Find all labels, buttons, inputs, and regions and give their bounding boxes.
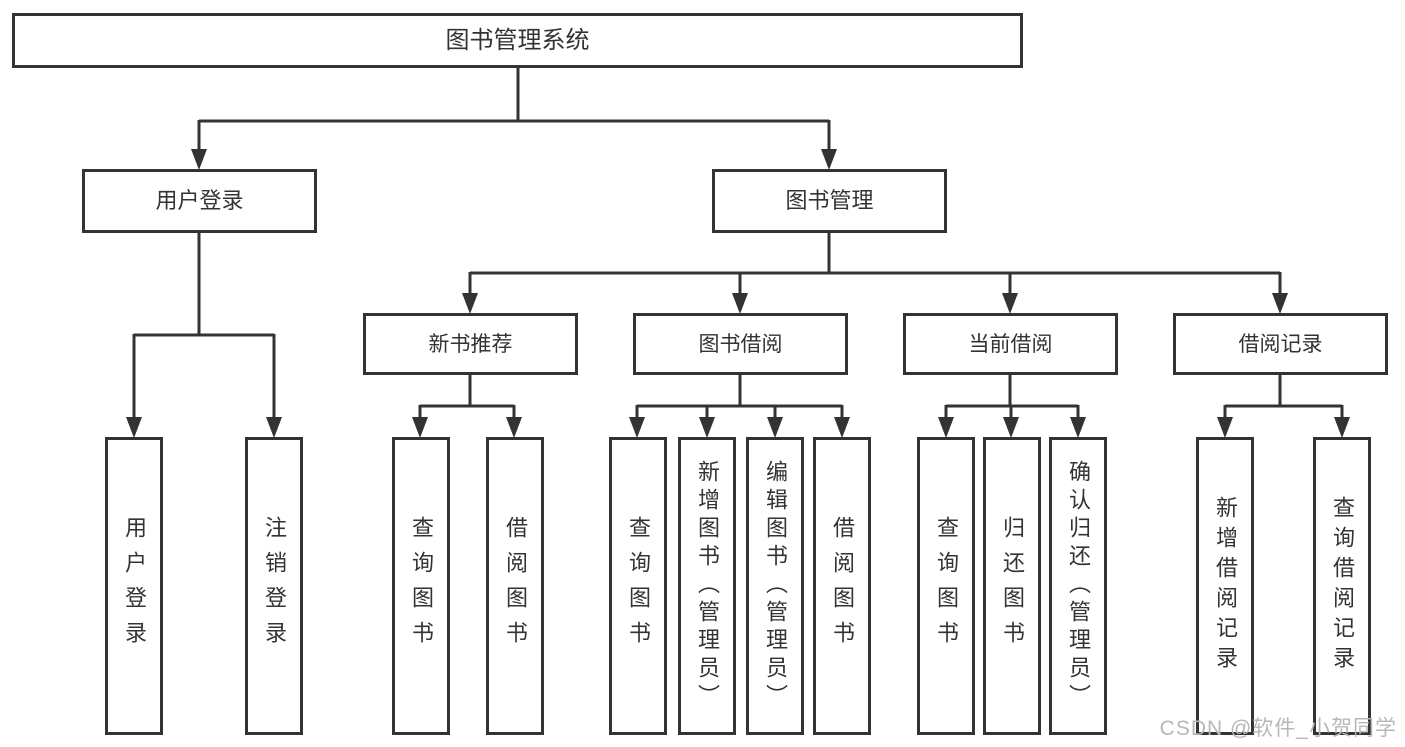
node-book-borrow: 图书借阅 [633, 313, 848, 375]
arrow-down-icon [834, 417, 850, 438]
leaf-current-query-books: 查询图书 [917, 437, 975, 735]
leaf-label: 查询借阅记录 [1330, 496, 1355, 676]
leaf-label: 编辑图书（管理员） [763, 460, 788, 712]
arrow-down-icon [412, 417, 428, 438]
leaf-user-login: 用户登录 [105, 437, 163, 735]
arrow-down-icon [1334, 417, 1350, 438]
leaf-label: 用户登录 [122, 516, 147, 656]
leaf-label: 查询图书 [626, 516, 651, 656]
leaf-return-books: 归还图书 [983, 437, 1041, 735]
leaf-label: 归还图书 [1000, 516, 1025, 656]
leaf-label: 注销登录 [262, 516, 287, 656]
node-new-book-recommend: 新书推荐 [363, 313, 578, 375]
leaf-label: 借阅图书 [503, 516, 528, 656]
leaf-label: 查询图书 [409, 516, 434, 656]
arrow-down-icon [1002, 293, 1018, 314]
leaf-label: 确认归还（管理员） [1066, 460, 1091, 712]
node-label: 新书推荐 [428, 332, 513, 356]
node-label: 图书借阅 [698, 332, 783, 356]
node-root-label: 图书管理系统 [445, 26, 590, 54]
arrow-down-icon [462, 293, 478, 314]
arrow-down-icon [1217, 417, 1233, 438]
arrow-down-icon [732, 293, 748, 314]
leaf-label: 新增图书（管理员） [695, 460, 720, 712]
leaf-edit-books-admin: 编辑图书（管理员） [746, 437, 804, 735]
arrow-down-icon [1070, 417, 1086, 438]
leaf-label: 借阅图书 [830, 516, 855, 656]
watermark: CSDN @软件_小贺同学 [1159, 717, 1397, 740]
arrow-down-icon [821, 149, 837, 170]
node-book-management: 图书管理 [712, 169, 947, 233]
node-root: 图书管理系统 [12, 13, 1023, 68]
node-label: 借阅记录 [1238, 332, 1323, 356]
node-user-login: 用户登录 [82, 169, 317, 233]
leaf-add-borrow-record: 新增借阅记录 [1196, 437, 1254, 735]
leaf-label: 查询图书 [934, 516, 959, 656]
arrow-down-icon [126, 417, 142, 438]
arrow-down-icon [938, 417, 954, 438]
leaf-add-books-admin: 新增图书（管理员） [678, 437, 736, 735]
leaf-label: 新增借阅记录 [1213, 496, 1238, 676]
leaf-query-borrow-record: 查询借阅记录 [1313, 437, 1371, 735]
arrow-down-icon [1272, 293, 1288, 314]
leaf-borrow-query-books: 查询图书 [609, 437, 667, 735]
leaf-borrow-books: 借阅图书 [813, 437, 871, 735]
arrow-down-icon [191, 149, 207, 170]
arrow-down-icon [767, 417, 783, 438]
arrow-down-icon [1003, 417, 1019, 438]
arrow-down-icon [506, 417, 522, 438]
leaf-recommend-query-books: 查询图书 [392, 437, 450, 735]
node-current-borrow: 当前借阅 [903, 313, 1118, 375]
leaf-logout: 注销登录 [245, 437, 303, 735]
node-label: 当前借阅 [968, 332, 1053, 356]
leaf-confirm-return-admin: 确认归还（管理员） [1049, 437, 1107, 735]
node-label: 图书管理 [785, 188, 874, 213]
node-label: 用户登录 [155, 188, 244, 213]
leaf-recommend-borrow-books: 借阅图书 [486, 437, 544, 735]
arrow-down-icon [699, 417, 715, 438]
arrow-down-icon [266, 417, 282, 438]
arrow-down-icon [629, 417, 645, 438]
node-borrow-records: 借阅记录 [1173, 313, 1388, 375]
